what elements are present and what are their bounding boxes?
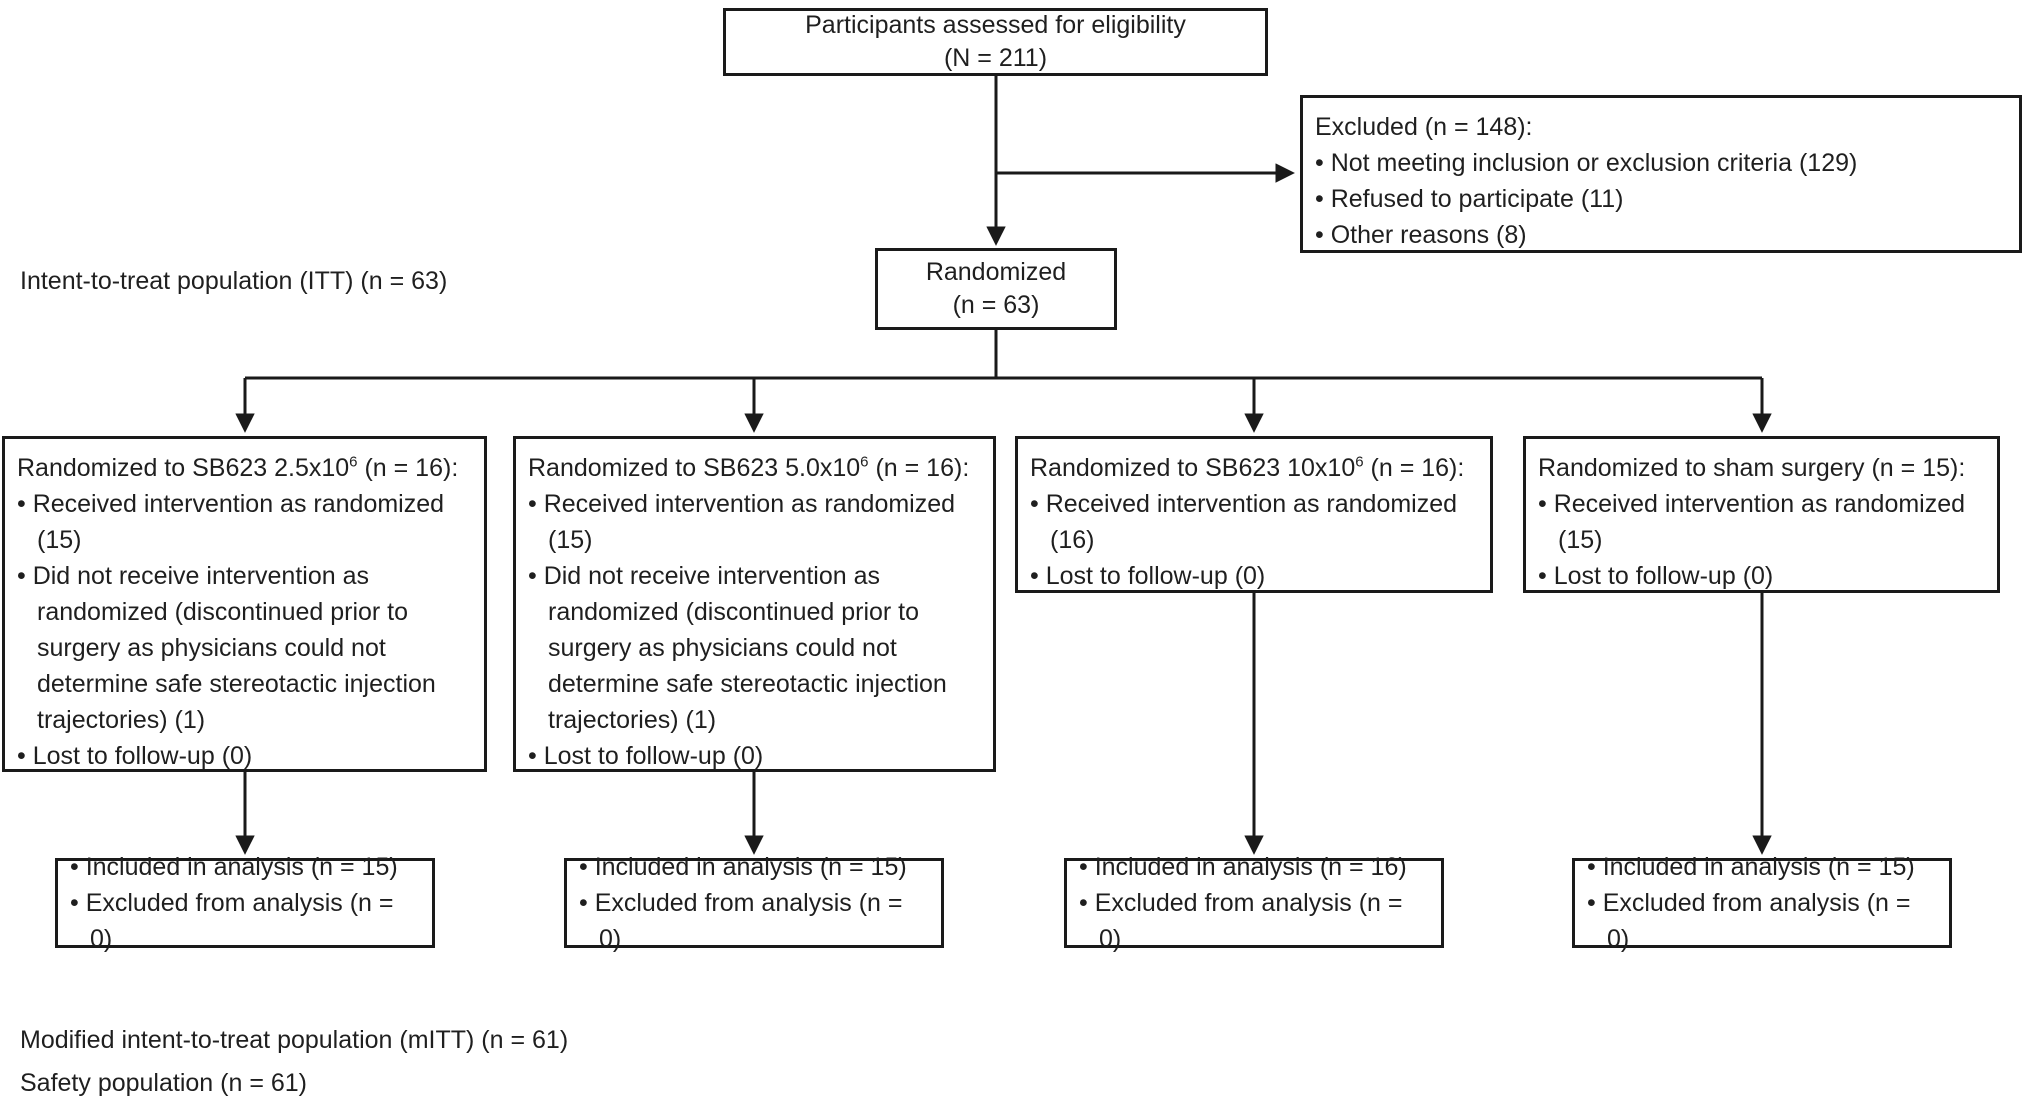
- safety-population-label: Safety population (n = 61): [20, 1069, 307, 1097]
- eligibility-line2: (N = 211): [943, 44, 1048, 72]
- excluded-list: • Not meeting inclusion or exclusion cri…: [1315, 145, 2007, 253]
- arm-3-title-superscript: 6: [1355, 453, 1364, 471]
- analysis-4-item: • Excluded from analysis (n = 0): [1587, 889, 1911, 953]
- arm-2-title-text: Randomized to SB623 5.0x10: [528, 454, 861, 482]
- excluded-item: • Not meeting inclusion or exclusion cri…: [1315, 149, 1858, 177]
- analysis-3-item: • Excluded from analysis (n = 0): [1079, 889, 1403, 953]
- analysis-3-list: • Included in analysis (n = 16) • Exclud…: [1079, 849, 1429, 957]
- arm-4-list: • Received intervention as randomized (1…: [1538, 486, 1985, 594]
- analysis-box-2: • Included in analysis (n = 15) • Exclud…: [564, 853, 944, 953]
- analysis-2-list: • Included in analysis (n = 15) • Exclud…: [579, 849, 929, 957]
- arm-2-title-suffix: (n = 16):: [868, 454, 970, 482]
- eligibility-box: Participants assessed for eligibility (N…: [723, 8, 1268, 76]
- arm-box-sb623-5-0: Randomized to SB623 5.0x106 (n = 16): • …: [513, 436, 996, 772]
- itt-population-label: Intent-to-treat population (ITT) (n = 63…: [20, 267, 448, 295]
- arm-4-title: Randomized to sham surgery (n = 15):: [1538, 450, 1985, 486]
- randomized-line2: (n = 63): [952, 291, 1040, 319]
- arm-3-item: • Lost to follow-up (0): [1030, 562, 1266, 590]
- analysis-4-item: • Included in analysis (n = 15): [1587, 853, 1915, 881]
- arm-2-title: Randomized to SB623 5.0x106 (n = 16):: [528, 450, 981, 486]
- excluded-item: • Refused to participate (11): [1315, 185, 1624, 213]
- arm-2-list: • Received intervention as randomized (1…: [528, 486, 981, 774]
- excluded-item: • Other reasons (8): [1315, 221, 1527, 249]
- analysis-1-list: • Included in analysis (n = 15) • Exclud…: [70, 849, 420, 957]
- arm-2-item: • Received intervention as randomized (1…: [528, 490, 956, 554]
- arm-3-title: Randomized to SB623 10x106 (n = 16):: [1030, 450, 1478, 486]
- arm-3-list: • Received intervention as randomized (1…: [1030, 486, 1478, 594]
- excluded-box: Excluded (n = 148): • Not meeting inclus…: [1300, 95, 2022, 253]
- arm-1-list: • Received intervention as randomized (1…: [17, 486, 472, 774]
- analysis-4-list: • Included in analysis (n = 15) • Exclud…: [1587, 849, 1937, 957]
- mitt-population-label: Modified intent-to-treat population (mIT…: [20, 1026, 569, 1054]
- excluded-title: Excluded (n = 148):: [1315, 113, 1533, 141]
- analysis-box-4: • Included in analysis (n = 15) • Exclud…: [1572, 853, 1952, 953]
- randomized-line1: Randomized: [925, 258, 1067, 286]
- arm-1-title: Randomized to SB623 2.5x106 (n = 16):: [17, 450, 472, 486]
- arm-1-item: • Did not receive intervention as random…: [17, 562, 436, 734]
- arm-1-item: • Lost to follow-up (0): [17, 742, 253, 770]
- arm-4-item: • Lost to follow-up (0): [1538, 562, 1774, 590]
- arm-box-sham-surgery: Randomized to sham surgery (n = 15): • R…: [1523, 436, 2000, 593]
- arm-3-item: • Received intervention as randomized (1…: [1030, 490, 1458, 554]
- arm-3-title-suffix: (n = 16):: [1363, 454, 1465, 482]
- arm-4-item: • Received intervention as randomized (1…: [1538, 490, 1966, 554]
- analysis-box-1: • Included in analysis (n = 15) • Exclud…: [55, 853, 435, 953]
- randomized-box: Randomized (n = 63): [875, 248, 1117, 330]
- analysis-1-item: • Included in analysis (n = 15): [70, 853, 398, 881]
- analysis-2-item: • Excluded from analysis (n = 0): [579, 889, 903, 953]
- arm-2-item: • Did not receive intervention as random…: [528, 562, 947, 734]
- analysis-2-item: • Included in analysis (n = 15): [579, 853, 907, 881]
- arm-2-title-superscript: 6: [860, 453, 869, 471]
- arm-4-title-text: Randomized to sham surgery (n = 15):: [1538, 454, 1966, 482]
- analysis-1-item: • Excluded from analysis (n = 0): [70, 889, 394, 953]
- arm-3-title-text: Randomized to SB623 10x10: [1030, 454, 1356, 482]
- eligibility-line1: Participants assessed for eligibility: [805, 11, 1186, 39]
- analysis-3-item: • Included in analysis (n = 16): [1079, 853, 1407, 881]
- arm-box-sb623-10: Randomized to SB623 10x106 (n = 16): • R…: [1015, 436, 1493, 593]
- analysis-box-3: • Included in analysis (n = 16) • Exclud…: [1064, 853, 1444, 953]
- arm-2-item: • Lost to follow-up (0): [528, 742, 764, 770]
- arm-1-title-superscript: 6: [349, 453, 358, 471]
- arm-box-sb623-2-5: Randomized to SB623 2.5x106 (n = 16): • …: [2, 436, 487, 772]
- arm-1-title-suffix: (n = 16):: [357, 454, 459, 482]
- arm-1-item: • Received intervention as randomized (1…: [17, 490, 445, 554]
- arm-1-title-text: Randomized to SB623 2.5x10: [17, 454, 350, 482]
